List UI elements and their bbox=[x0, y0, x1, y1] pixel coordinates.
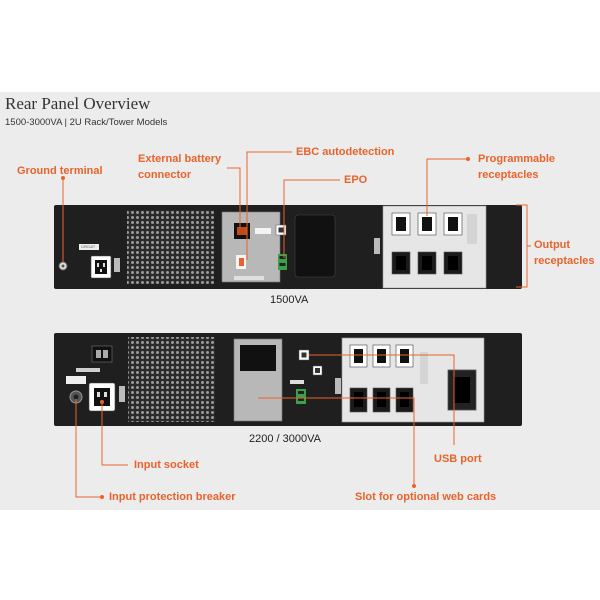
callout-external-battery-line2: connector bbox=[138, 169, 192, 181]
output-label-strip bbox=[374, 238, 380, 254]
callout-ground-terminal: Ground terminal bbox=[17, 165, 103, 177]
leader-external-battery bbox=[227, 167, 241, 228]
web-card-slot-2200 bbox=[240, 345, 276, 371]
external-battery-connector-1500va bbox=[234, 223, 250, 239]
fan-grille-1500va bbox=[127, 210, 214, 284]
programmable-receptacles-1500va bbox=[391, 212, 463, 236]
programmable-label-strip bbox=[467, 214, 477, 244]
leader-ebc-autodetection bbox=[246, 151, 292, 260]
input-label-1500va bbox=[114, 258, 120, 272]
epo-connector-1500va bbox=[278, 254, 287, 270]
leader-usb-port bbox=[309, 354, 455, 445]
programmable-label-strip-2200 bbox=[420, 352, 428, 384]
breaker-label-text: CIRCUIT bbox=[81, 245, 96, 249]
output-label-strip-2200 bbox=[335, 378, 341, 394]
fan-grille-2200 bbox=[128, 337, 215, 422]
epo-connector-2200 bbox=[296, 389, 306, 404]
callout-output-line2: receptacles bbox=[534, 255, 595, 267]
usb-port-2200-secondary bbox=[312, 365, 323, 376]
leader-input-socket bbox=[101, 402, 128, 466]
control-plate-1500va bbox=[221, 211, 281, 283]
input-socket-2200 bbox=[88, 382, 116, 412]
standard-receptacles-1500va bbox=[391, 251, 463, 275]
web-card-slot-1500va bbox=[294, 214, 336, 278]
callout-epo: EPO bbox=[344, 174, 368, 186]
leader-epo bbox=[283, 179, 340, 258]
external-battery-connector-2200 bbox=[91, 345, 113, 363]
input-label-2200 bbox=[119, 386, 125, 402]
unit-2200-3000va bbox=[54, 333, 522, 426]
usb-port-2200 bbox=[298, 349, 310, 361]
callout-ebc-autodetection: EBC autodetection bbox=[296, 146, 395, 158]
model-label-2200-3000va: 2200 / 3000VA bbox=[249, 433, 321, 445]
high-power-receptacle-2200 bbox=[447, 369, 477, 411]
epo-label-2200 bbox=[290, 380, 304, 384]
callout-programmable-line1: Programmable bbox=[478, 153, 556, 165]
breaker-label-2200 bbox=[66, 376, 86, 384]
unit-1500va: CIRCUIT bbox=[54, 205, 522, 289]
callout-web-card-slot: Slot for optional web cards bbox=[355, 491, 497, 503]
ebc-label-2200 bbox=[76, 368, 100, 372]
leader-input-breaker bbox=[75, 399, 102, 498]
ebc-label bbox=[255, 228, 271, 234]
programmable-receptacles-2200 bbox=[349, 344, 414, 368]
callout-input-socket: Input socket bbox=[134, 459, 199, 471]
callout-leaders bbox=[61, 151, 531, 499]
input-socket-1500va bbox=[90, 255, 112, 279]
diagram-background bbox=[0, 92, 600, 510]
callout-output-line1: Output bbox=[534, 239, 571, 251]
standard-receptacles-2200 bbox=[349, 387, 414, 413]
input-protection-breaker-icon bbox=[69, 390, 83, 404]
breaker-label-1500va bbox=[79, 244, 99, 250]
callout-input-protection-breaker: Input protection breaker bbox=[109, 491, 236, 503]
callout-programmable-line2: receptacles bbox=[478, 169, 539, 181]
ebl-label bbox=[234, 276, 264, 280]
leader-programmable bbox=[426, 158, 468, 216]
leader-web-card-slot bbox=[258, 397, 415, 486]
callout-usb-port: USB port bbox=[434, 453, 482, 465]
ground-terminal-icon bbox=[58, 261, 68, 271]
page-title: Rear Panel Overview bbox=[5, 94, 151, 113]
callout-external-battery-line1: External battery bbox=[138, 153, 222, 165]
usb-port-1500va bbox=[275, 224, 287, 236]
model-label-1500va: 1500VA bbox=[270, 294, 309, 306]
page-subtitle: 1500-3000VA | 2U Rack/Tower Models bbox=[5, 117, 168, 128]
ebc-dip-switch bbox=[239, 258, 244, 266]
